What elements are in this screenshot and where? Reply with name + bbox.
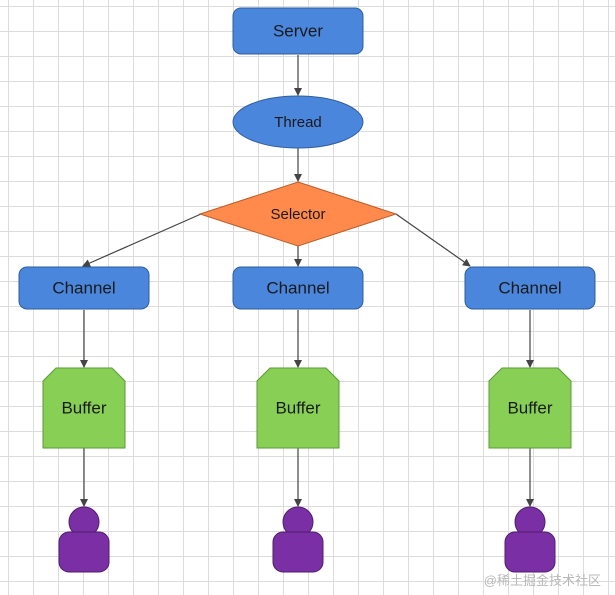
person-icon xyxy=(58,506,110,573)
buffer-label: Buffer xyxy=(61,398,106,417)
thread-node: Thread xyxy=(232,95,364,149)
person-icon xyxy=(504,506,556,573)
edge-selector-channel-3 xyxy=(395,213,471,267)
buffer-node-2: Buffer xyxy=(256,367,340,449)
edges xyxy=(80,55,534,507)
buffer-node-1: Buffer xyxy=(42,367,126,449)
channel-node-3: Channel xyxy=(464,266,596,310)
buffer-node-3: Buffer xyxy=(488,367,572,449)
channel-label: Channel xyxy=(52,278,115,297)
thread-label: Thread xyxy=(274,114,322,131)
selector-node: Selector xyxy=(198,181,398,247)
channel-node-1: Channel xyxy=(18,266,150,310)
watermark: @稀土掘金技术社区 xyxy=(483,573,601,588)
buffer-label: Buffer xyxy=(507,398,552,417)
buffer-label: Buffer xyxy=(275,398,320,417)
selector-label: Selector xyxy=(270,206,325,223)
channel-node-2: Channel xyxy=(232,266,364,310)
server-node: Server xyxy=(232,7,364,55)
edge-selector-channel-1 xyxy=(82,213,202,267)
server-label: Server xyxy=(273,21,323,40)
person-icon xyxy=(272,506,324,573)
channel-label: Channel xyxy=(266,278,329,297)
channel-label: Channel xyxy=(498,278,561,297)
